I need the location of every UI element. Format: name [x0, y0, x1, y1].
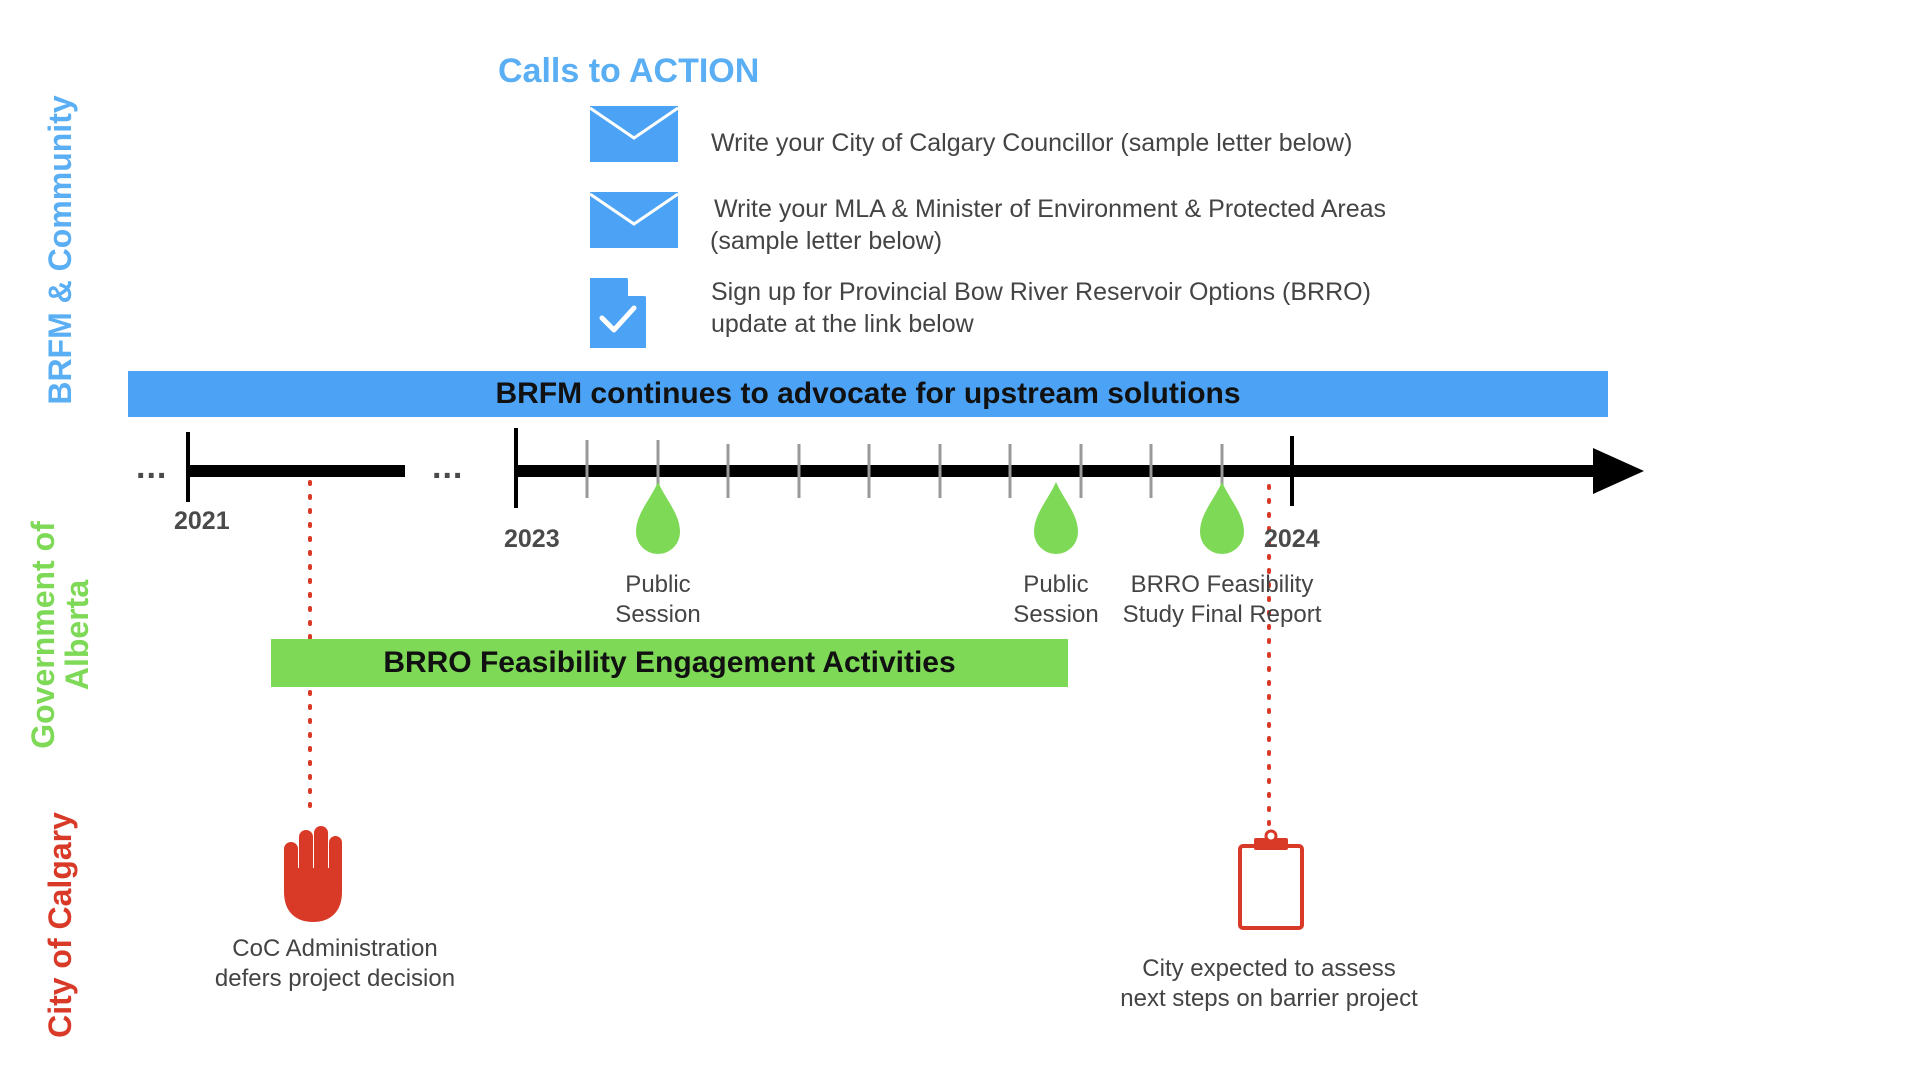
cta-item-1-text[interactable]: Write your City of Calgary Councillor (s… — [711, 127, 1352, 159]
milestone-caption-line1: Public — [625, 571, 691, 598]
cta-item-2-line2: (sample letter below) — [710, 227, 943, 255]
milestone-caption-line2: Session — [1013, 601, 1099, 628]
cta-item-3-line2: update at the link below — [711, 310, 974, 338]
water-drop-icon — [1034, 482, 1078, 554]
cta-item-3-text[interactable]: Sign up for Provincial Bow River Reservo… — [711, 276, 1371, 340]
brro-engagement-banner: BRRO Feasibility Engagement Activities — [271, 639, 1068, 687]
milestone-caption-line2: Session — [615, 601, 701, 628]
water-drop-icon — [1200, 482, 1244, 554]
milestone-caption-public-session-1: Public Session — [615, 570, 700, 630]
milestone-caption-final-report: BRRO Feasibility Study Final Report — [1123, 570, 1322, 630]
water-drop-icon — [636, 482, 680, 554]
clipboard-icon — [1238, 829, 1304, 930]
brfm-advocacy-banner: BRFM continues to advocate for upstream … — [128, 371, 1608, 417]
hand-stop-icon — [284, 826, 342, 922]
document-check-icon[interactable] — [590, 277, 647, 348]
year-label-2023: 2023 — [504, 525, 560, 553]
cta-item-2-text[interactable]: Write your MLA & Minister of Environment… — [710, 193, 1387, 257]
city-event-caption-line2: defers project decision — [214, 965, 456, 992]
timeline-arrowhead — [1593, 448, 1644, 494]
city-event-caption-line2: next steps on barrier project — [1120, 985, 1418, 1012]
timeline-ellipsis-left: ... — [136, 448, 168, 486]
milestone-caption-public-session-2: Public Session — [1013, 570, 1098, 630]
timeline-ellipsis-middle: ... — [432, 448, 464, 486]
year-label-2024: 2024 — [1264, 525, 1320, 553]
cta-item-3-line1: Sign up for Provincial Bow River Reservo… — [711, 278, 1371, 306]
city-event-caption-assess: City expected to assess next steps on ba… — [1120, 954, 1417, 1014]
milestone-caption-line1: BRRO Feasibility — [1130, 571, 1314, 598]
city-event-caption-line1: CoC Administration — [232, 935, 438, 962]
cta-item-1-line1: Write your City of Calgary Councillor (s… — [711, 129, 1353, 157]
milestone-caption-line1: Public — [1023, 571, 1089, 598]
envelope-icon[interactable] — [589, 192, 679, 248]
envelope-icon[interactable] — [589, 106, 679, 162]
cta-item-2-line1: Write your MLA & Minister of Environment… — [714, 195, 1387, 223]
city-event-caption-defers: CoC Administration defers project decisi… — [215, 934, 455, 994]
city-event-caption-line1: City expected to assess — [1142, 955, 1396, 982]
calls-to-action-title: Calls to ACTION — [498, 52, 760, 90]
milestone-caption-line2: Study Final Report — [1122, 601, 1322, 628]
year-label-2021: 2021 — [174, 507, 230, 535]
